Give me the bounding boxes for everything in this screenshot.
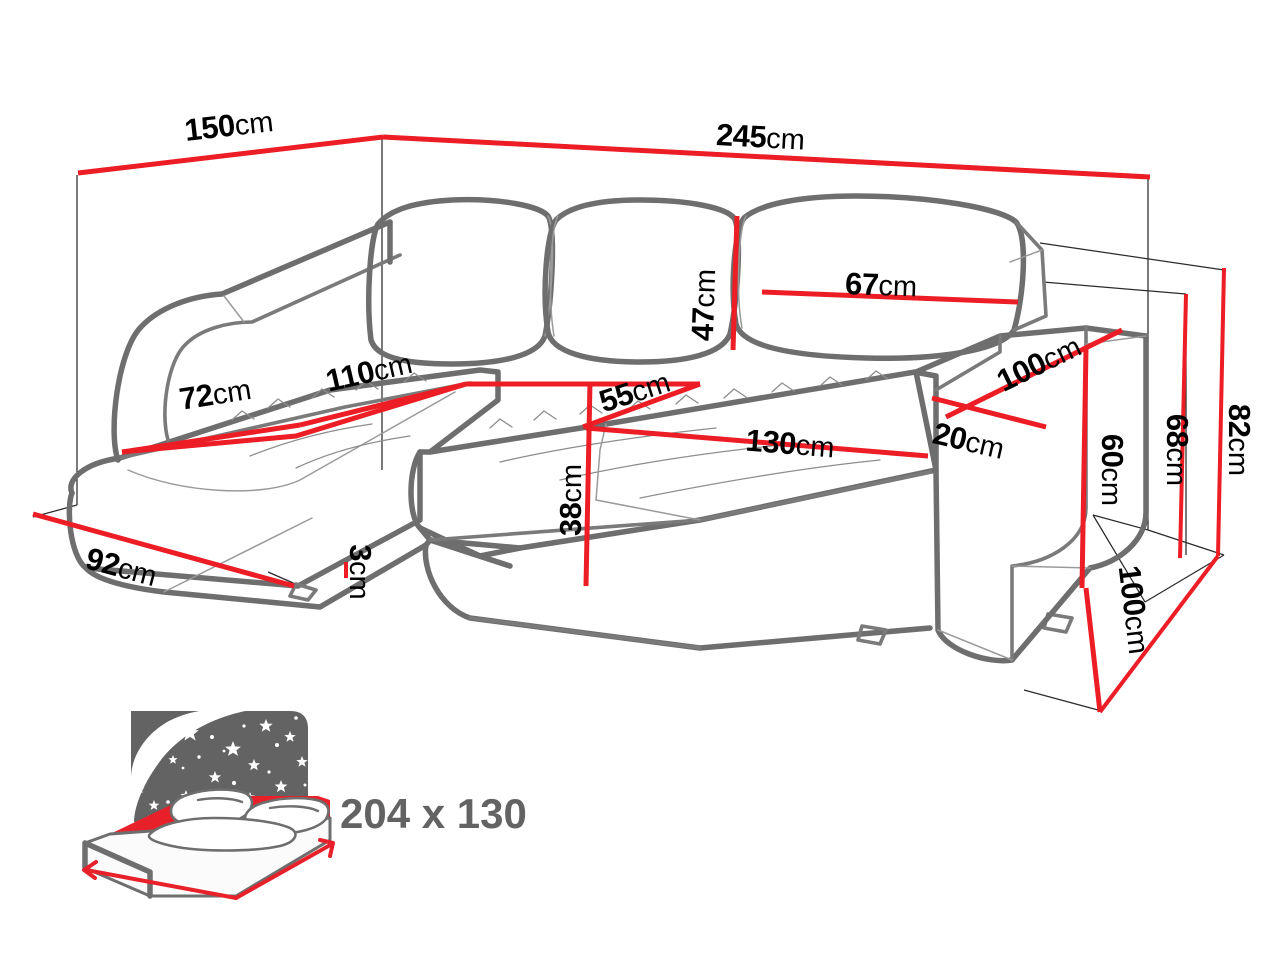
label-60: 60cm (1095, 434, 1130, 506)
dim-line-92 (32, 511, 295, 589)
dim-line-47 (730, 215, 740, 351)
label-67: 67cm (844, 266, 917, 303)
bed-length-arrowhead (318, 838, 335, 858)
duvet-fold (147, 816, 297, 852)
dim-line-82-return (1098, 554, 1220, 714)
label-92: 92cm (82, 541, 161, 593)
dim-line-67 (761, 289, 1019, 305)
dim-line-68 (1178, 293, 1188, 559)
tufting-stitches-chaise (231, 372, 427, 469)
dimension-lines (32, 134, 1226, 714)
sofa-foot-mid (856, 624, 888, 646)
chaise-left-arm (111, 219, 393, 463)
dim-line-82 (1216, 267, 1226, 557)
dim-line-60 (1079, 347, 1089, 589)
label-20: 20cm (930, 416, 1008, 466)
armrest-top-inner (934, 334, 1002, 392)
sleeping-area-label: 204 x 130 (340, 790, 527, 837)
back-support-panel (1012, 220, 1048, 332)
bed-length-arrow (234, 842, 334, 900)
label-100-side: 100cm (1112, 563, 1158, 656)
dim-line-150 (77, 134, 384, 176)
label-47: 47cm (685, 268, 722, 341)
label-72: 72cm (177, 371, 254, 417)
sleeping-area-icon: 204 x 130 (82, 708, 527, 900)
dim-line-245 (382, 134, 1151, 180)
label-82: 82cm (1222, 404, 1257, 476)
backrest-cushion-left (366, 196, 556, 367)
chaise-seat-cushion (68, 367, 501, 496)
dim-line-130 (585, 425, 929, 459)
bed-width-arrow (84, 868, 238, 900)
label-55: 55cm (595, 364, 674, 420)
mattress-base-edge (82, 840, 153, 899)
dim-line-110-front (121, 381, 467, 455)
main-seat-front-edge (428, 470, 932, 542)
chaise-arm-inner (163, 253, 402, 442)
sofa-foot-left (288, 582, 318, 602)
label-38: 38cm (553, 464, 588, 536)
bed-width-arrowhead (82, 860, 98, 880)
label-150: 150cm (183, 103, 275, 148)
stars-group (135, 716, 308, 819)
label-245: 245cm (715, 117, 806, 157)
dim-line-100-side (1083, 587, 1103, 713)
label-3: 3cm (343, 544, 378, 599)
label-130: 130cm (744, 423, 835, 465)
dim-line-100-arm (944, 327, 1124, 420)
label-110: 110cm (323, 345, 416, 399)
sofa-illustration (66, 193, 1149, 664)
dim-line-38 (583, 381, 593, 587)
dim-line-20 (931, 395, 1047, 430)
moon-icon (131, 708, 250, 822)
label-68: 68cm (1160, 414, 1195, 486)
dim-line-55-b (582, 381, 701, 430)
chaise-base (66, 449, 423, 589)
